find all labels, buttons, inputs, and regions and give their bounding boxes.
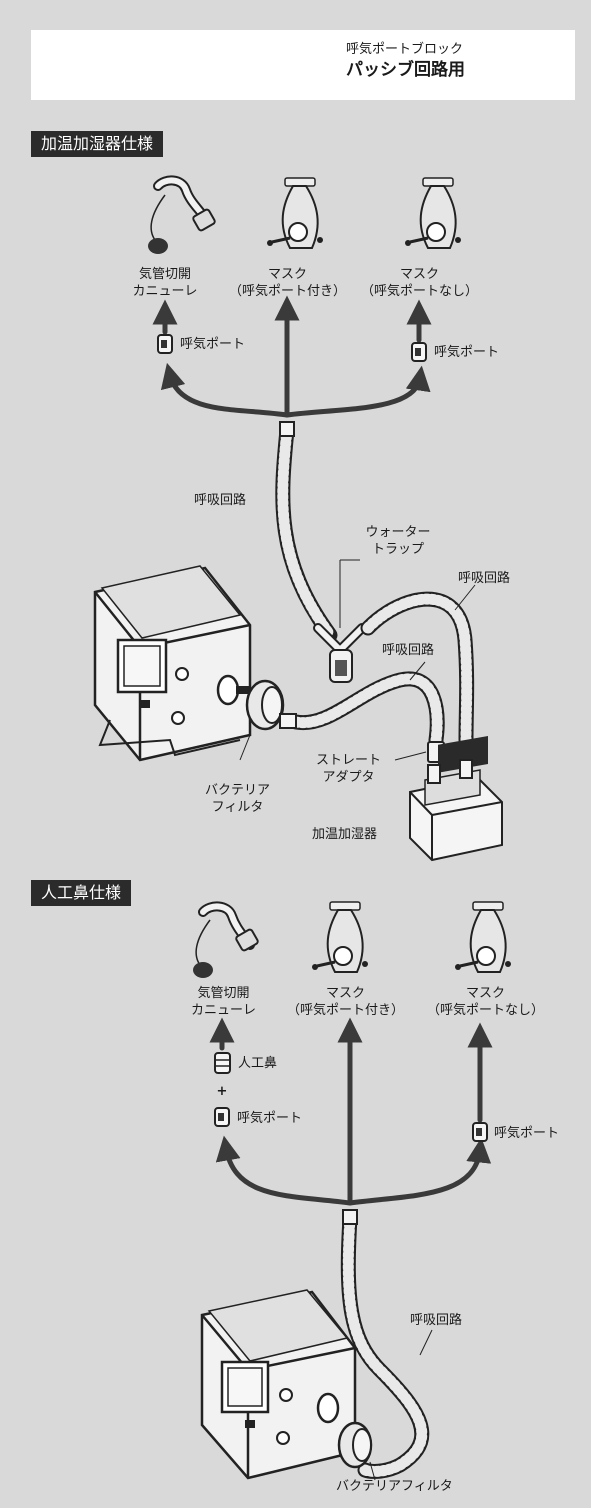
water-trap-icon — [313, 559, 367, 683]
label-line: バクテリア — [204, 783, 270, 798]
label-line: マスク — [465, 986, 505, 1001]
label-plus: + — [216, 1084, 228, 1099]
mask-without-port-icon — [455, 901, 511, 973]
header-subtitle: 呼気ポートブロック — [346, 42, 464, 57]
breathing-circuit-tube-right — [360, 584, 476, 748]
label-exhalation-port-right: 呼気ポート — [434, 345, 500, 360]
label-line: （呼気ポートなし） — [360, 284, 478, 299]
label-bacteria-filter: バクテリアフィルタ — [336, 1479, 453, 1494]
label-bacteria-filter: バクテリア フィルタ — [195, 782, 280, 816]
label-breathing-circuit: 呼吸回路 — [194, 493, 247, 508]
label-line: ストレート — [315, 753, 381, 768]
label-exhalation-port-left: 呼気ポート — [180, 337, 246, 352]
connection-arrows-section1 — [152, 295, 432, 418]
trach-cannula-icon — [193, 901, 259, 978]
label-breathing-circuit: 呼吸回路 — [410, 1313, 463, 1328]
label-mask-without-port: マスク （呼気ポートなし） — [357, 266, 482, 300]
label-hme: 人工鼻 — [238, 1056, 278, 1071]
label-line: アダプタ — [322, 770, 375, 785]
mask-without-port-icon — [405, 177, 461, 249]
section-title-hme: 人工鼻仕様 — [31, 880, 132, 906]
ventilator-device-icon — [93, 565, 252, 762]
label-heated-humidifier: 加温加湿器 — [312, 827, 378, 842]
label-straight-adapter: ストレート アダプタ — [306, 752, 391, 786]
label-line: マスク — [399, 267, 439, 282]
header-box — [31, 30, 575, 100]
exhalation-port-icon — [411, 342, 427, 362]
hme-icon — [214, 1052, 231, 1074]
exhalation-port-icon — [472, 1122, 488, 1142]
label-exhalation-port-left: 呼気ポート — [237, 1111, 303, 1126]
label-line: （呼気ポート付き） — [286, 1003, 404, 1018]
label-line: カニューレ — [190, 1003, 256, 1018]
label-line: （呼気ポート付き） — [228, 284, 346, 299]
breathing-circuit-tube-mid — [288, 661, 445, 748]
label-line: カニューレ — [132, 284, 198, 299]
bacteria-filter-icon — [337, 1421, 376, 1481]
label-mask-with-port: マスク （呼気ポート付き） — [283, 985, 408, 1019]
straight-adapter-icon — [394, 741, 445, 763]
label-line: マスク — [325, 986, 365, 1001]
label-trach-cannula: 気管切開 カニューレ — [130, 266, 200, 300]
label-breathing-circuit-right: 呼吸回路 — [458, 571, 511, 586]
label-mask-with-port: マスク （呼気ポート付き） — [225, 266, 350, 300]
label-line: マスク — [267, 267, 307, 282]
mask-with-port-icon — [267, 177, 323, 249]
label-line: 気管切開 — [197, 986, 250, 1001]
label-line: ウォーター — [365, 525, 431, 540]
heated-humidifier-icon — [409, 735, 503, 862]
breathing-circuit-tube — [340, 1209, 433, 1479]
label-line: 気管切開 — [138, 267, 191, 282]
header-title: パッシブ回路用 — [346, 60, 465, 80]
mask-with-port-icon — [312, 901, 368, 973]
label-breathing-circuit-mid: 呼吸回路 — [382, 643, 435, 658]
trach-cannula-icon — [148, 175, 216, 254]
label-mask-without-port: マスク （呼気ポートなし） — [423, 985, 548, 1019]
bacteria-filter-icon — [236, 679, 297, 761]
label-exhalation-port-right: 呼気ポート — [494, 1126, 560, 1141]
exhalation-port-icon — [214, 1107, 230, 1127]
label-line: （呼気ポートなし） — [426, 1003, 544, 1018]
breathing-circuit-tube — [275, 421, 338, 643]
ventilator-device-icon — [200, 1289, 357, 1480]
label-line: トラップ — [371, 542, 424, 557]
connection-arrows-section2 — [209, 1017, 493, 1206]
label-trach-cannula: 気管切開 カニューレ — [186, 985, 261, 1019]
label-line: フィルタ — [211, 800, 264, 815]
exhalation-port-icon — [157, 334, 173, 354]
section-title-humidifier: 加温加湿器仕様 — [31, 131, 164, 157]
label-water-trap: ウォーター トラップ — [358, 524, 438, 558]
